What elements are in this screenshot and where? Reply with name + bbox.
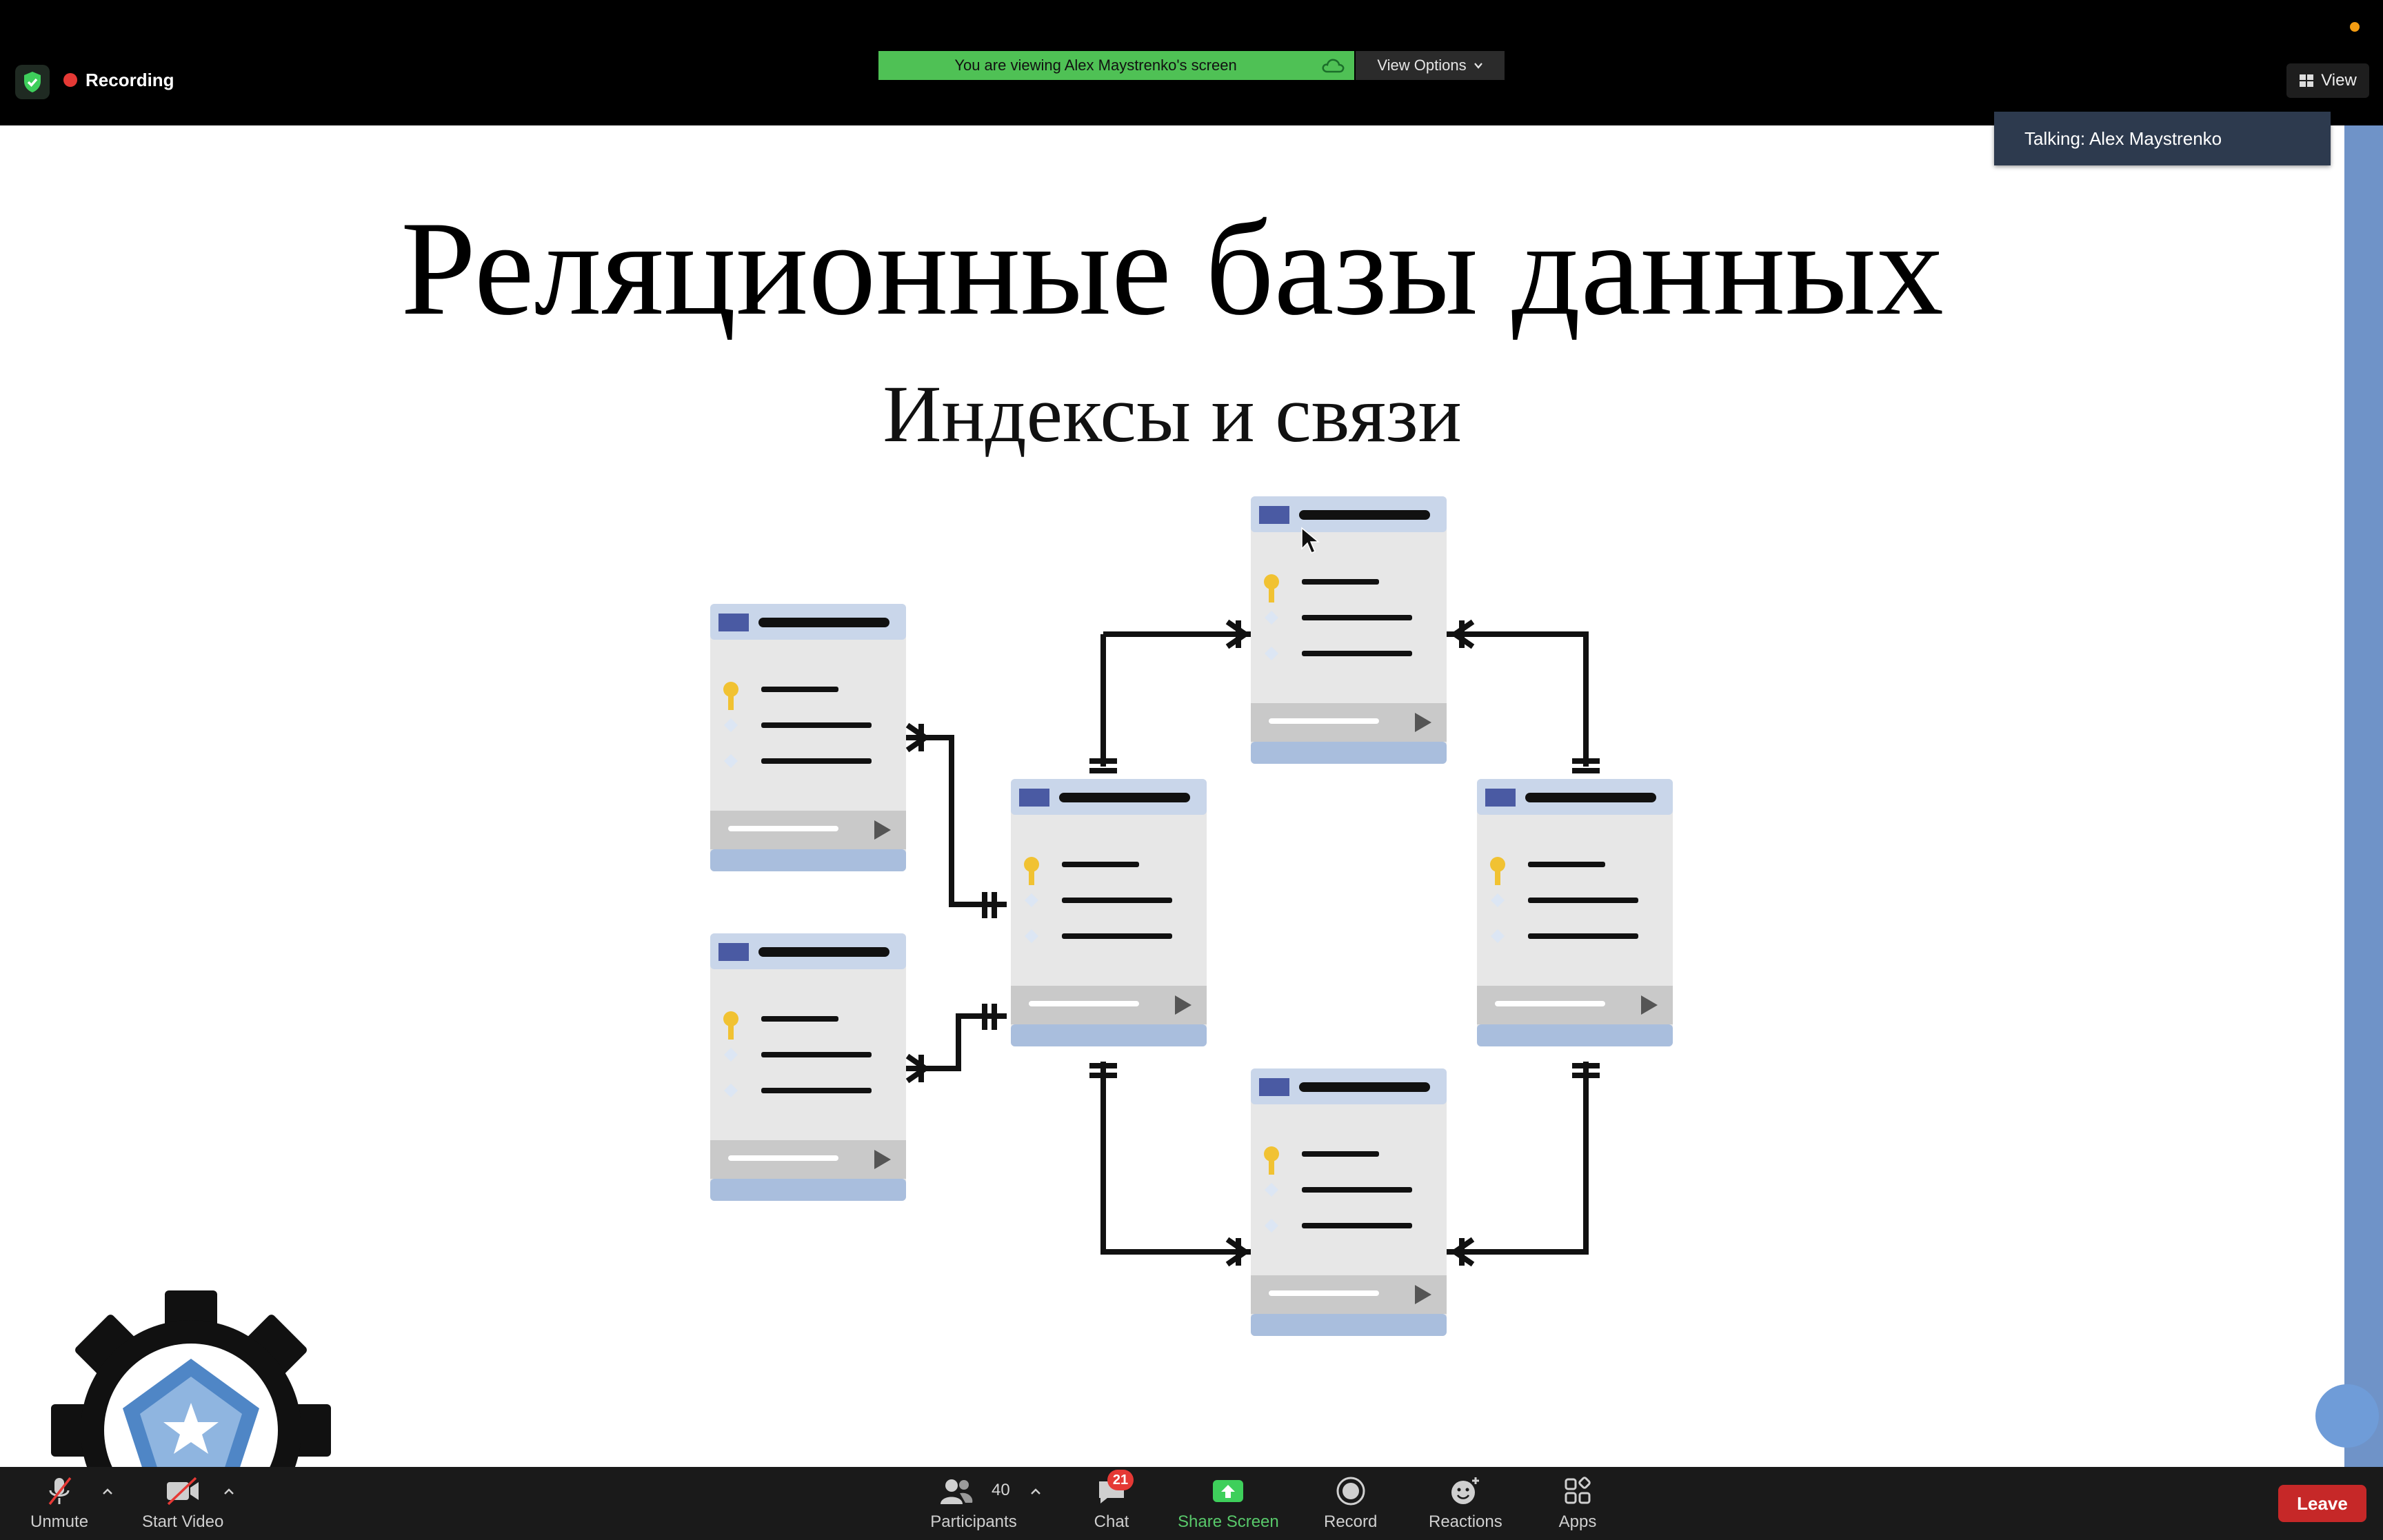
relation-lines xyxy=(905,619,1600,1267)
meeting-top-bar: Recording You are viewing Alex Maystrenk… xyxy=(0,0,2383,125)
share-screen-button[interactable]: Share Screen xyxy=(1178,1475,1279,1532)
view-options-label: View Options xyxy=(1377,57,1467,74)
start-video-button[interactable]: Start Video xyxy=(142,1475,223,1532)
video-options-caret-icon[interactable] xyxy=(222,1485,236,1499)
cloud-icon xyxy=(1322,59,1345,73)
unmute-label: Unmute xyxy=(30,1512,89,1531)
chat-unread-badge: 21 xyxy=(1107,1470,1134,1490)
reactions-smiley-icon xyxy=(1445,1475,1486,1507)
shared-screen-slide: Реляционные базы данных Индексы и связи xyxy=(0,125,2344,1467)
table-card xyxy=(710,604,906,871)
reactions-label: Reactions xyxy=(1429,1512,1502,1531)
recording-dot-icon xyxy=(63,73,77,87)
record-label: Record xyxy=(1324,1512,1378,1531)
view-label: View xyxy=(2321,71,2357,90)
chat-label: Chat xyxy=(1094,1512,1129,1531)
mouse-cursor-icon xyxy=(1301,527,1320,554)
share-screen-icon xyxy=(1207,1475,1249,1507)
participants-options-caret-icon[interactable] xyxy=(1029,1485,1043,1499)
leave-button[interactable]: Leave xyxy=(2278,1485,2366,1522)
er-diagram xyxy=(710,496,1673,1336)
apps-button[interactable]: Apps xyxy=(1557,1475,1598,1532)
talking-indicator: Talking: Alex Maystrenko xyxy=(1994,112,2331,165)
apps-label: Apps xyxy=(1558,1512,1597,1531)
start-video-label: Start Video xyxy=(142,1512,224,1531)
chevron-down-icon xyxy=(1474,63,1482,69)
share-screen-label: Share Screen xyxy=(1178,1512,1279,1531)
table-card xyxy=(1251,1068,1447,1336)
window-edge-strip xyxy=(2344,125,2383,1467)
slide-title: Реляционные базы данных xyxy=(401,194,1944,343)
participants-icon: 40 xyxy=(925,1475,1022,1507)
security-shield-icon[interactable] xyxy=(15,65,50,99)
apps-icon xyxy=(1557,1475,1598,1507)
recording-label: Recording xyxy=(86,69,174,90)
viewing-banner-text: You are viewing Alex Maystrenko's screen xyxy=(954,57,1237,74)
unmute-button[interactable]: Unmute xyxy=(30,1475,88,1532)
participants-label: Participants xyxy=(930,1512,1017,1531)
talking-label: Talking: Alex Maystrenko xyxy=(2024,128,2222,149)
table-card xyxy=(1251,496,1447,764)
participants-count: 40 xyxy=(992,1481,1010,1499)
floating-bubble[interactable] xyxy=(2315,1384,2379,1448)
view-button[interactable]: View xyxy=(2286,63,2369,98)
reactions-button[interactable]: Reactions xyxy=(1429,1475,1502,1532)
viewing-banner: You are viewing Alex Maystrenko's screen xyxy=(878,51,1354,80)
chat-button[interactable]: 21 Chat xyxy=(1091,1470,1134,1532)
meeting-toolbar: Unmute Start Video 40 Participants 21 Ch… xyxy=(0,1467,2383,1540)
status-dot-icon xyxy=(2350,22,2360,32)
gear-logo-icon xyxy=(51,1290,331,1467)
record-icon xyxy=(1330,1475,1371,1507)
grid-view-icon xyxy=(2300,74,2314,87)
table-card xyxy=(1011,779,1207,1046)
recording-indicator[interactable]: Recording xyxy=(63,66,174,94)
slide-subtitle: Индексы и связи xyxy=(883,369,1462,459)
table-card xyxy=(710,933,906,1201)
table-card xyxy=(1477,779,1673,1046)
muted-microphone-icon xyxy=(39,1475,80,1507)
participants-button[interactable]: 40 Participants xyxy=(925,1475,1022,1532)
chat-icon: 21 xyxy=(1091,1470,1134,1507)
video-off-icon xyxy=(162,1475,203,1507)
audio-options-caret-icon[interactable] xyxy=(101,1485,114,1499)
view-options-button[interactable]: View Options xyxy=(1356,51,1505,80)
record-button[interactable]: Record xyxy=(1324,1475,1377,1532)
